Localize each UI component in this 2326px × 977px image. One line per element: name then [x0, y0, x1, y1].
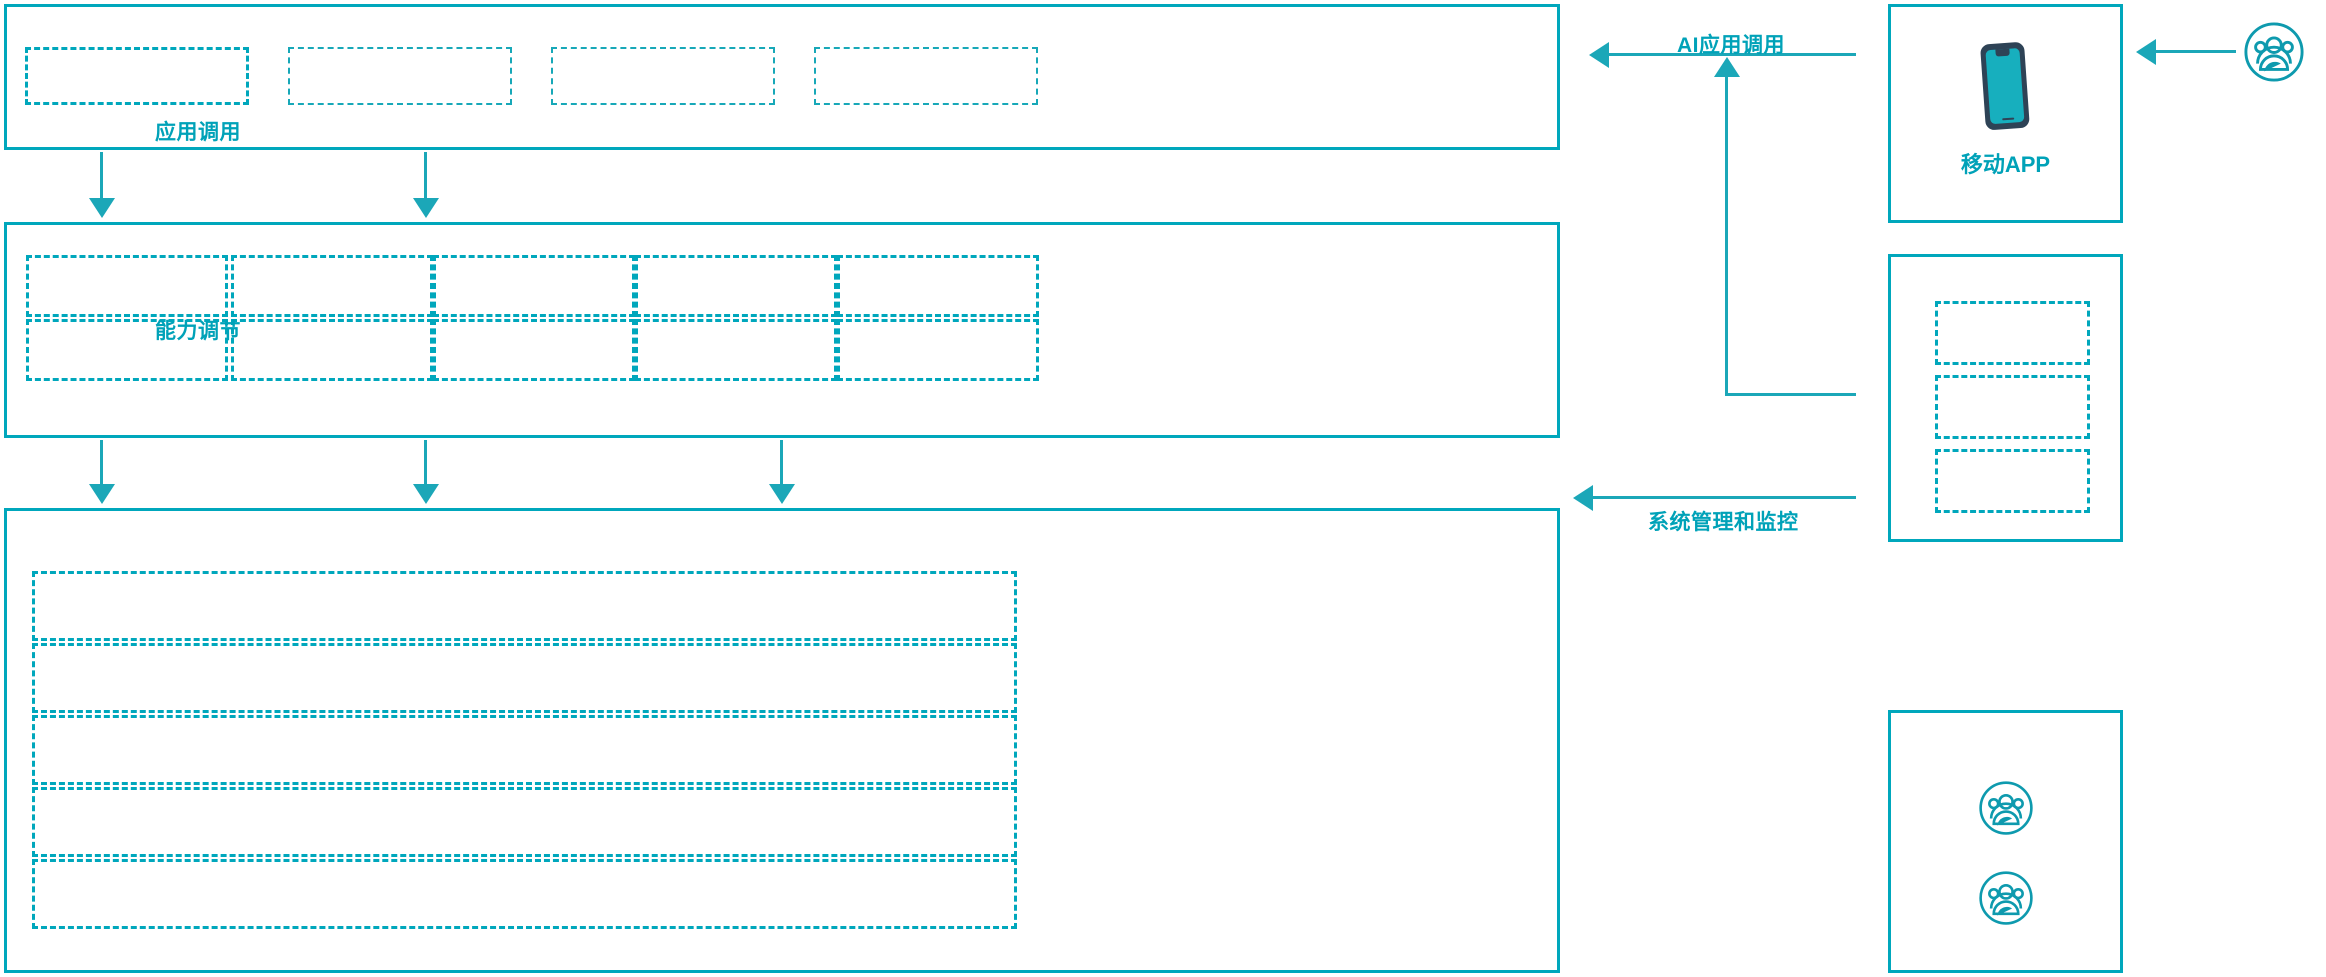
sys-monitor-label: 系统管理和监控 [1648, 511, 1799, 534]
system-cell[interactable] [1935, 375, 2090, 439]
ability-cell[interactable] [433, 319, 635, 381]
application-cell[interactable] [814, 47, 1038, 105]
systems-uplink-arrow-line [1725, 75, 1728, 395]
external-user-arrow-line [2154, 50, 2236, 53]
application-cell[interactable] [25, 47, 249, 105]
platform-band[interactable] [32, 859, 1017, 929]
app-call-arrow-head-2 [413, 198, 439, 218]
system-cell[interactable] [1935, 449, 2090, 513]
platform-band[interactable] [32, 571, 1017, 641]
ability-layer [4, 222, 1560, 438]
platform-band[interactable] [32, 787, 1017, 857]
app-call-arrow-line-1 [100, 152, 103, 202]
platform-layer [4, 508, 1560, 973]
users-panel[interactable] [1888, 710, 2123, 973]
systems-panel[interactable] [1888, 254, 2123, 542]
ability-call-arrow-line-3 [780, 440, 783, 488]
external-user-icon[interactable] [2243, 21, 2305, 88]
app-call-arrow-head-1 [89, 198, 115, 218]
mobile-app-label: 移动APP [1960, 152, 2051, 177]
ai-app-call-label: AI应用调用 [1677, 34, 1785, 57]
mobile-phone-icon [1891, 41, 2120, 133]
ability-cell[interactable] [837, 255, 1039, 317]
ability-cell[interactable] [635, 319, 837, 381]
sys-monitor-arrow-head [1573, 485, 1593, 511]
ability-cell[interactable] [26, 319, 228, 381]
ability-cell[interactable] [837, 319, 1039, 381]
ai-app-call-arrow-head [1589, 42, 1609, 68]
app-call-label: 应用调用 [155, 121, 241, 144]
ability-call-arrow-line-2 [424, 440, 427, 488]
ability-call-arrow-head-2 [413, 484, 439, 504]
ability-cell[interactable] [231, 319, 433, 381]
systems-uplink-connector [1725, 393, 1856, 396]
ability-call-label: 能力调节 [155, 320, 241, 343]
platform-band[interactable] [32, 715, 1017, 785]
ability-call-arrow-line-1 [100, 440, 103, 488]
ability-cell[interactable] [231, 255, 433, 317]
app-call-arrow-line-2 [424, 152, 427, 202]
ability-cell[interactable] [26, 255, 228, 317]
platform-band[interactable] [32, 643, 1017, 713]
system-cell[interactable] [1935, 301, 2090, 365]
ai-app-call-arrow-line [1607, 53, 1856, 56]
ability-cell[interactable] [635, 255, 837, 317]
ability-call-arrow-head-1 [89, 484, 115, 504]
user-group-icon[interactable] [1891, 780, 2120, 836]
ability-call-arrow-head-3 [769, 484, 795, 504]
user-group-icon[interactable] [1891, 870, 2120, 926]
ability-cell[interactable] [433, 255, 635, 317]
external-user-arrow-head [2136, 39, 2156, 65]
sys-monitor-arrow-line [1591, 496, 1856, 499]
mobile-app-panel[interactable]: 移动APP [1888, 4, 2123, 223]
application-cell[interactable] [288, 47, 512, 105]
application-layer [4, 4, 1560, 150]
application-cell[interactable] [551, 47, 775, 105]
systems-uplink-arrow-head [1714, 57, 1740, 77]
